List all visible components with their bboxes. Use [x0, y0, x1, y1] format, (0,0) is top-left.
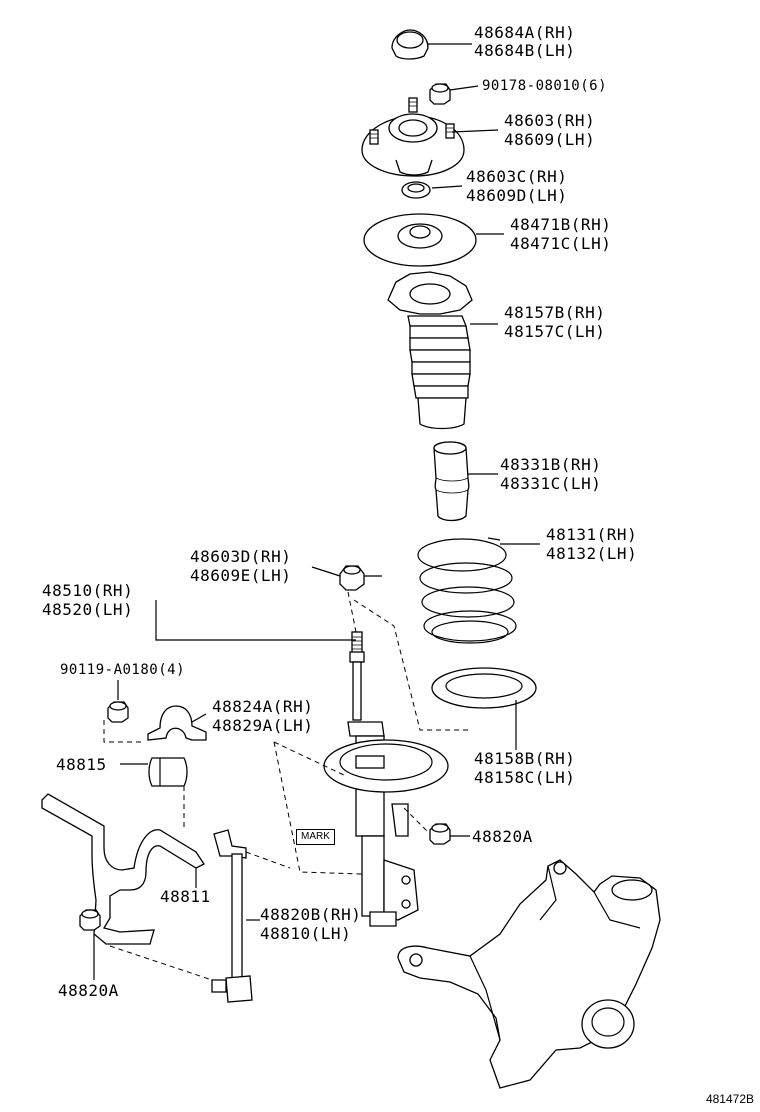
lower-insulator-part — [431, 667, 537, 709]
label-90178: 90178-08010(6) — [482, 78, 608, 94]
label-48157b-rh: 48157B(RH) — [504, 303, 606, 322]
mark-label-box: MARK — [296, 829, 335, 845]
label-48815: 48815 — [56, 755, 107, 774]
stabilizer-link-part — [211, 829, 253, 1003]
link-nut-right-part — [429, 823, 451, 845]
label-48684-rh: 48684A(RH) — [474, 23, 576, 42]
upper-spring-seat-part — [363, 213, 477, 267]
label-48331b-rh: 48331B(RH) — [500, 455, 602, 474]
bump-stopper-part — [433, 441, 470, 522]
label-48158b-rh: 48158B(RH) — [474, 749, 576, 768]
bushing-part — [148, 757, 188, 787]
bracket-bolt-part — [107, 701, 129, 723]
label-48510-rh: 48510(RH) — [42, 581, 134, 600]
label-48158c-lh: 48158C(LH) — [474, 768, 576, 787]
label-48811: 48811 — [160, 887, 211, 906]
upper-nut-part — [429, 83, 451, 105]
label-48132-lh: 48132(LH) — [546, 544, 638, 563]
label-90119: 90119-A0180(4) — [60, 662, 186, 678]
label-48520-lh: 48520(LH) — [42, 600, 134, 619]
assembly-dashed-lines — [103, 591, 468, 981]
bump-boot-part — [387, 271, 473, 430]
label-48603-rh: 48603(RH) — [504, 111, 596, 130]
shock-absorber-part — [323, 631, 449, 927]
label-48471b-rh: 48471B(RH) — [510, 215, 612, 234]
rod-nut-part — [339, 565, 365, 591]
label-48609-lh: 48609(LH) — [504, 130, 596, 149]
label-48609d-lh: 48609D(LH) — [466, 186, 568, 205]
label-48820a-right: 48820A — [472, 827, 533, 846]
label-48820b-rh: 48820B(RH) — [260, 905, 362, 924]
stabilizer-bracket-part — [147, 705, 207, 741]
label-48157c-lh: 48157C(LH) — [504, 322, 606, 341]
leader-lines — [93, 43, 540, 980]
figure-id: 481472B — [705, 1092, 754, 1106]
label-48810-lh: 48810(LH) — [260, 924, 352, 943]
dust-cover-part — [391, 29, 429, 60]
label-48829a-lh: 48829A(LH) — [212, 716, 314, 735]
strut-support-part — [361, 97, 465, 177]
label-48609e-lh: 48609E(LH) — [190, 566, 292, 585]
label-48824a-rh: 48824A(RH) — [212, 697, 314, 716]
label-48331c-lh: 48331C(LH) — [500, 474, 602, 493]
stabilizer-bar-part — [41, 793, 205, 945]
label-48820a-left: 48820A — [58, 981, 119, 1000]
label-48684-lh: 48684B(LH) — [474, 41, 576, 60]
label-48603c-rh: 48603C(RH) — [466, 167, 568, 186]
label-48603d-rh: 48603D(RH) — [190, 547, 292, 566]
label-48131-rh: 48131(RH) — [546, 525, 638, 544]
steering-knuckle-part — [397, 859, 661, 1089]
coil-spring-part — [417, 537, 517, 644]
bar-nut-part — [79, 909, 101, 931]
label-48471c-lh: 48471C(LH) — [510, 234, 612, 253]
bearing-part — [401, 181, 431, 199]
